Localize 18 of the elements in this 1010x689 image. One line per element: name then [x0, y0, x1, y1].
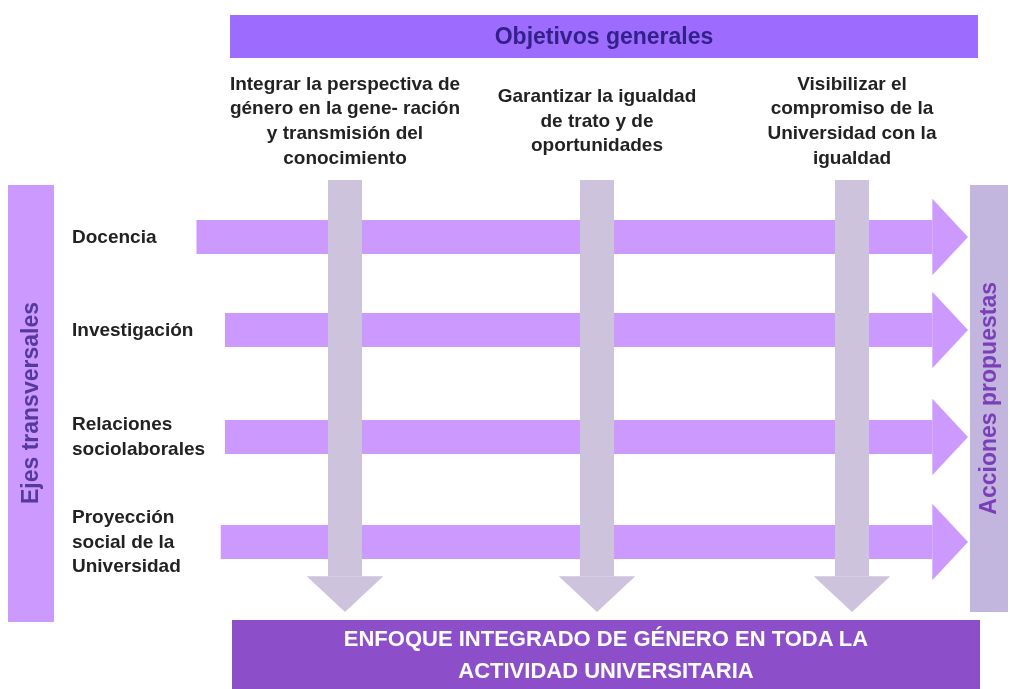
objective-heading: Garantizar la igualdad de trato y de oportunidades — [496, 83, 698, 158]
side-band: Ejes transversales — [8, 185, 54, 622]
row-label: Relaciones sociolaborales — [72, 412, 207, 461]
arrow — [309, 180, 381, 612]
arrow — [225, 401, 968, 473]
arrow — [220, 506, 968, 578]
arrow — [196, 201, 968, 273]
side-band: Acciones propuestas — [970, 185, 1008, 612]
header-bar: Objetivos generales — [230, 15, 978, 58]
arrow — [225, 294, 968, 366]
row-label: Docencia — [72, 224, 158, 249]
row-label: Investigación — [72, 317, 195, 342]
result-banner: ENFOQUE INTEGRADO DE GÉNERO EN TODA LA ACTIVIDAD UNIVERSITARIA — [232, 620, 980, 689]
objective-heading: Integrar la perspectiva de género en la gene- ración y transmisión del conocimiento — [228, 71, 462, 170]
arrow — [561, 180, 633, 612]
row-label: Proyección social de la Universidad — [72, 504, 182, 579]
objective-heading: Visibilizar el compromiso de la Universidad con la igualdad — [766, 71, 938, 170]
arrow — [816, 180, 888, 612]
